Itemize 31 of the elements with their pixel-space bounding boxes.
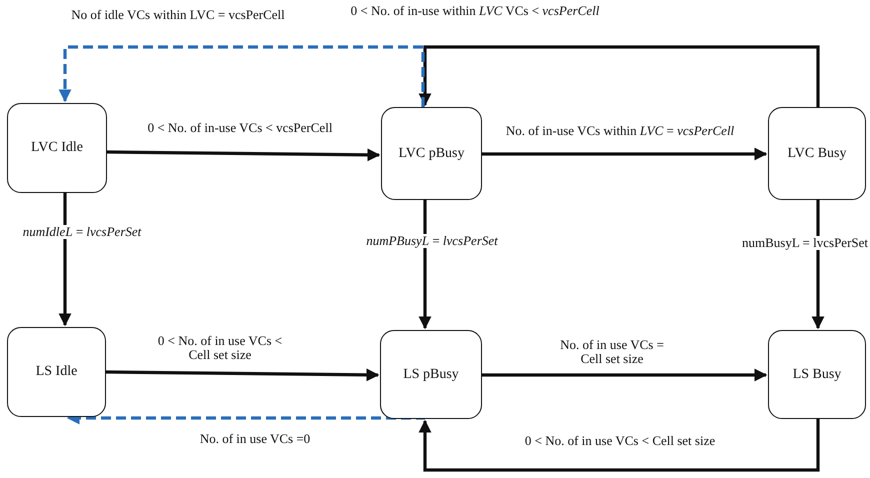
- arrow: [58, 193, 72, 326]
- edge-label: No. of in use VCs =0: [200, 432, 310, 446]
- state-box: [7, 103, 107, 193]
- state-name: LVC Busy: [787, 146, 846, 162]
- edge-label: numBusyL = lvcsPerSet: [742, 236, 868, 250]
- edge-label: numIdleL = lvcsPerSet: [22, 225, 142, 239]
- arrow: [106, 148, 380, 162]
- state-box: [7, 327, 106, 417]
- arrow: [106, 368, 380, 382]
- state-box: [381, 107, 482, 200]
- state-box: [380, 330, 482, 419]
- arrow: [812, 200, 824, 330]
- state-name: LVC Idle: [31, 140, 83, 156]
- dashed-arrow: [58, 45, 425, 107]
- state-name: LS Busy: [792, 366, 842, 382]
- edge-label: 0 < No. of in-use within LVC VCs < vcsPerCell: [350, 4, 600, 18]
- arrow: [482, 368, 768, 382]
- arrow: [482, 148, 768, 160]
- state-box: [768, 107, 866, 200]
- state-name: LS Idle: [36, 364, 78, 380]
- state-name: LS pBusy: [403, 366, 459, 382]
- edge-label: No. of in-use VCs within LVC = vcsPerCell: [506, 124, 734, 138]
- edge-label: 0 < No. of in use VCs < Cell set size: [524, 434, 716, 448]
- edge-label: 0 < No. of in-use VCs < vcsPerCell: [148, 121, 332, 135]
- state-name: LVC pBusy: [398, 146, 464, 162]
- state-box: [768, 330, 866, 419]
- edge-label: No of idle VCs within LVC = vcsPerCell: [71, 8, 285, 22]
- edge-label: numPBusyL = lvcsPerSet: [366, 234, 498, 248]
- arrow: [418, 200, 432, 330]
- arrow: [418, 45, 820, 107]
- arrow: [418, 419, 820, 472]
